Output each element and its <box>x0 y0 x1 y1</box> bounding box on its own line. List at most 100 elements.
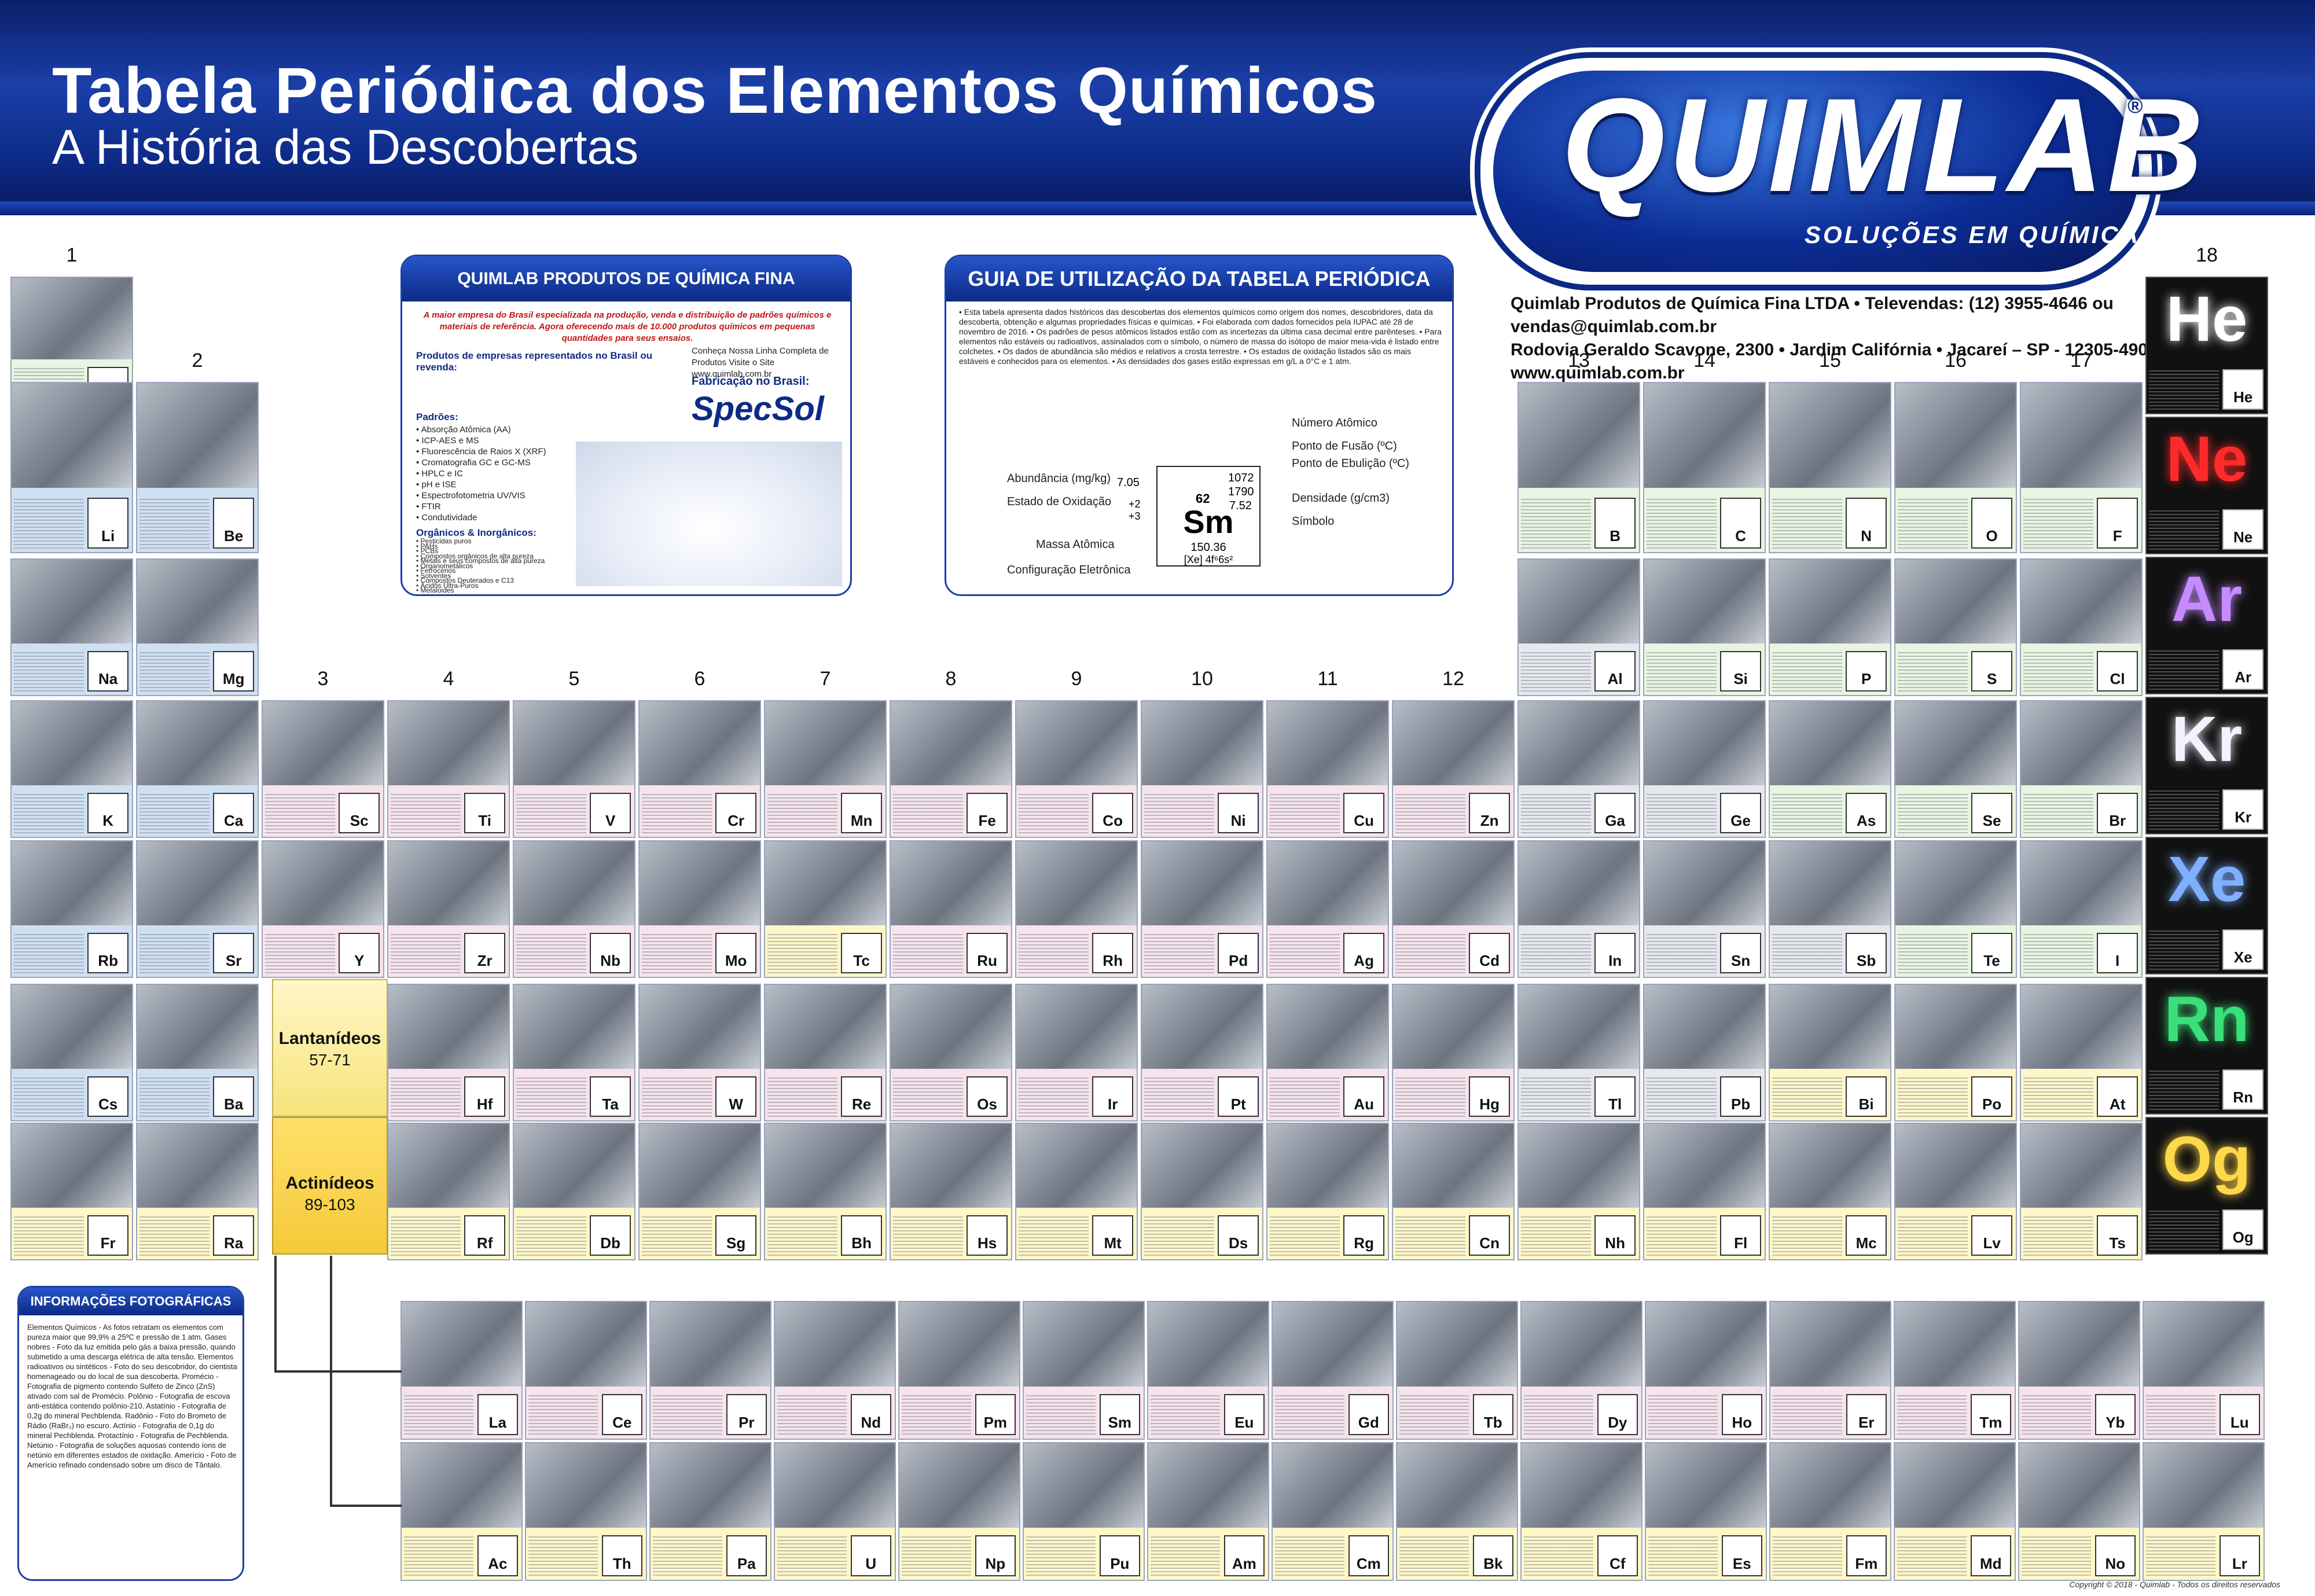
element-cell-al[interactable]: Al <box>1517 558 1640 696</box>
element-cell-sm[interactable]: Sm <box>1023 1301 1145 1440</box>
element-cell-i[interactable]: I <box>2020 840 2143 978</box>
element-cell-rb[interactable]: Rb <box>10 840 133 978</box>
element-cell-at[interactable]: At <box>2020 984 2143 1121</box>
element-cell-tb[interactable]: Tb <box>1396 1301 1518 1440</box>
element-cell-no[interactable]: No <box>2018 1442 2140 1581</box>
element-cell-pr[interactable]: Pr <box>649 1301 771 1440</box>
element-cell-bh[interactable]: Bh <box>764 1123 887 1260</box>
element-cell-as[interactable]: As <box>1769 700 1891 838</box>
element-cell-f[interactable]: F <box>2020 382 2143 553</box>
element-cell-na[interactable]: Na <box>10 558 133 696</box>
element-cell-sn[interactable]: Sn <box>1643 840 1766 978</box>
element-cell-te[interactable]: Te <box>1894 840 2017 978</box>
element-cell-cn[interactable]: Cn <box>1392 1123 1515 1260</box>
element-cell-b[interactable]: B <box>1517 382 1640 553</box>
element-cell-zn[interactable]: Zn <box>1392 700 1515 838</box>
element-cell-rg[interactable]: Rg <box>1266 1123 1389 1260</box>
element-cell-sr[interactable]: Sr <box>136 840 259 978</box>
element-cell-ho[interactable]: Ho <box>1645 1301 1767 1440</box>
element-cell-po[interactable]: Po <box>1894 984 2017 1121</box>
element-cell-s[interactable]: S <box>1894 558 2017 696</box>
element-cell-tm[interactable]: Tm <box>1894 1301 2016 1440</box>
element-cell-cd[interactable]: Cd <box>1392 840 1515 978</box>
element-cell-er[interactable]: Er <box>1769 1301 1891 1440</box>
element-cell-ga[interactable]: Ga <box>1517 700 1640 838</box>
element-cell-k[interactable]: K <box>10 700 133 838</box>
element-cell-lv[interactable]: Lv <box>1894 1123 2017 1260</box>
element-cell-pd[interactable]: Pd <box>1141 840 1263 978</box>
element-cell-ir[interactable]: Ir <box>1015 984 1138 1121</box>
element-cell-mo[interactable]: Mo <box>638 840 761 978</box>
element-cell-ag[interactable]: Ag <box>1266 840 1389 978</box>
element-cell-lr[interactable]: Lr <box>2143 1442 2265 1581</box>
element-cell-sb[interactable]: Sb <box>1769 840 1891 978</box>
element-cell-pm[interactable]: Pm <box>898 1301 1020 1440</box>
element-cell-br[interactable]: Br <box>2020 700 2143 838</box>
element-cell-fe[interactable]: Fe <box>890 700 1012 838</box>
element-cell-pb[interactable]: Pb <box>1643 984 1766 1121</box>
element-cell-o[interactable]: O <box>1894 382 2017 553</box>
element-cell-ni[interactable]: Ni <box>1141 700 1263 838</box>
element-cell-ge[interactable]: Ge <box>1643 700 1766 838</box>
element-cell-v[interactable]: V <box>513 700 635 838</box>
element-cell-os[interactable]: Os <box>890 984 1012 1121</box>
element-cell-fl[interactable]: Fl <box>1643 1123 1766 1260</box>
element-cell-c[interactable]: C <box>1643 382 1766 553</box>
element-cell-pt[interactable]: Pt <box>1141 984 1263 1121</box>
element-cell-fr[interactable]: Fr <box>10 1123 133 1260</box>
element-cell-in[interactable]: In <box>1517 840 1640 978</box>
element-cell-u[interactable]: U <box>774 1442 896 1581</box>
element-cell-tl[interactable]: Tl <box>1517 984 1640 1121</box>
element-cell-am[interactable]: Am <box>1147 1442 1269 1581</box>
element-cell-cs[interactable]: Cs <box>10 984 133 1121</box>
element-cell-sg[interactable]: Sg <box>638 1123 761 1260</box>
element-cell-eu[interactable]: Eu <box>1147 1301 1269 1440</box>
element-cell-lu[interactable]: Lu <box>2143 1301 2265 1440</box>
element-cell-es[interactable]: Es <box>1645 1442 1767 1581</box>
element-cell-cr[interactable]: Cr <box>638 700 761 838</box>
element-cell-mc[interactable]: Mc <box>1769 1123 1891 1260</box>
element-cell-ce[interactable]: Ce <box>525 1301 647 1440</box>
element-cell-cu[interactable]: Cu <box>1266 700 1389 838</box>
element-cell-n[interactable]: N <box>1769 382 1891 553</box>
element-cell-bk[interactable]: Bk <box>1396 1442 1518 1581</box>
element-cell-cm[interactable]: Cm <box>1272 1442 1394 1581</box>
element-cell-li[interactable]: Li <box>10 382 133 553</box>
element-cell-np[interactable]: Np <box>898 1442 1020 1581</box>
element-cell-la[interactable]: La <box>400 1301 523 1440</box>
element-cell-hs[interactable]: Hs <box>890 1123 1012 1260</box>
element-cell-hf[interactable]: Hf <box>387 984 510 1121</box>
element-cell-ru[interactable]: Ru <box>890 840 1012 978</box>
element-cell-db[interactable]: Db <box>513 1123 635 1260</box>
element-cell-se[interactable]: Se <box>1894 700 2017 838</box>
element-cell-sc[interactable]: Sc <box>262 700 384 838</box>
element-cell-zr[interactable]: Zr <box>387 840 510 978</box>
element-cell-bi[interactable]: Bi <box>1769 984 1891 1121</box>
element-cell-rf[interactable]: Rf <box>387 1123 510 1260</box>
element-cell-ts[interactable]: Ts <box>2020 1123 2143 1260</box>
element-cell-mt[interactable]: Mt <box>1015 1123 1138 1260</box>
element-cell-ti[interactable]: Ti <box>387 700 510 838</box>
element-cell-cf[interactable]: Cf <box>1520 1442 1642 1581</box>
element-cell-rh[interactable]: Rh <box>1015 840 1138 978</box>
element-cell-cl[interactable]: Cl <box>2020 558 2143 696</box>
element-cell-nb[interactable]: Nb <box>513 840 635 978</box>
element-cell-gd[interactable]: Gd <box>1272 1301 1394 1440</box>
element-cell-ba[interactable]: Ba <box>136 984 259 1121</box>
element-cell-si[interactable]: Si <box>1643 558 1766 696</box>
element-cell-mg[interactable]: Mg <box>136 558 259 696</box>
element-cell-ds[interactable]: Ds <box>1141 1123 1263 1260</box>
element-cell-md[interactable]: Md <box>1894 1442 2016 1581</box>
element-cell-p[interactable]: P <box>1769 558 1891 696</box>
element-cell-pu[interactable]: Pu <box>1023 1442 1145 1581</box>
element-cell-yb[interactable]: Yb <box>2018 1301 2140 1440</box>
element-cell-ca[interactable]: Ca <box>136 700 259 838</box>
element-cell-nh[interactable]: Nh <box>1517 1123 1640 1260</box>
element-cell-au[interactable]: Au <box>1266 984 1389 1121</box>
element-cell-dy[interactable]: Dy <box>1520 1301 1642 1440</box>
